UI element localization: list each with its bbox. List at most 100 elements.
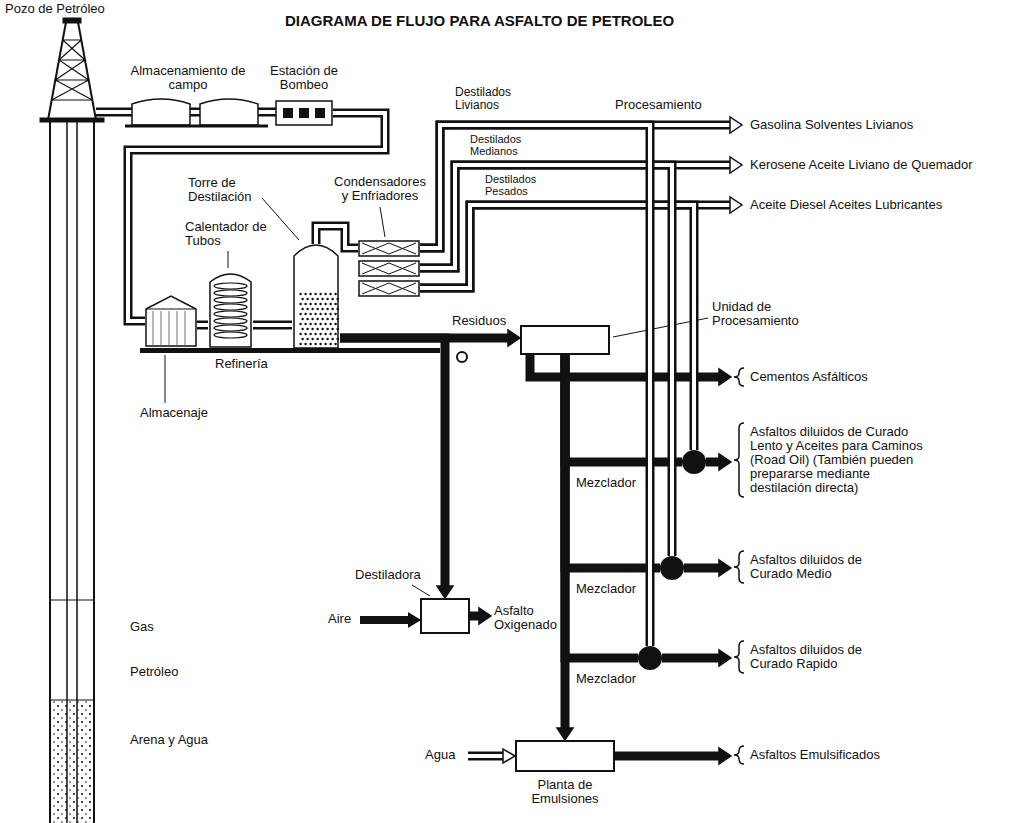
pipe-body bbox=[662, 658, 720, 659]
shape-part bbox=[210, 274, 251, 347]
shape-part bbox=[185, 311, 186, 345]
shape-part bbox=[319, 323, 321, 325]
node-label: Mezclador bbox=[576, 672, 636, 686]
mixer-circle-outline bbox=[682, 450, 706, 474]
mixer-circle-outline bbox=[638, 646, 662, 670]
product-text: Asfaltos diluidos de Curado Rapido bbox=[750, 643, 890, 671]
storage-tank: Almacenaje bbox=[145, 295, 197, 347]
shape-part bbox=[306, 338, 308, 340]
pipe-body bbox=[565, 355, 566, 729]
plain-label: Agua bbox=[425, 748, 455, 762]
process-box: Unidad de Procesamiento bbox=[520, 325, 610, 355]
pipe-outline bbox=[197, 321, 208, 330]
mixer-circle-outline bbox=[660, 556, 684, 580]
shape-part bbox=[304, 333, 306, 335]
arrow-head bbox=[730, 197, 742, 213]
shape-part bbox=[314, 293, 316, 295]
product-bracket bbox=[734, 551, 744, 583]
shape-part bbox=[301, 328, 303, 330]
product-text: Asfalto Oxigenado bbox=[494, 604, 569, 632]
shape-part bbox=[321, 328, 323, 330]
pipe-outline bbox=[615, 752, 720, 761]
shape-part bbox=[326, 298, 328, 300]
shape-part bbox=[331, 298, 333, 300]
pipe-outline bbox=[561, 355, 570, 729]
shape-part bbox=[331, 338, 333, 340]
product-bracket bbox=[734, 423, 744, 497]
product-text: Asfaltos Emulsificados bbox=[750, 748, 880, 762]
shape-part bbox=[321, 308, 323, 310]
pipe-body bbox=[565, 355, 638, 658]
shape-part bbox=[214, 297, 247, 303]
pipe-inner bbox=[253, 323, 292, 327]
process-box-outline bbox=[515, 740, 615, 772]
pipe-body bbox=[420, 125, 650, 646]
residue-pipe bbox=[615, 748, 731, 764]
shape-part bbox=[306, 318, 308, 320]
plain-label: Arena y Agua bbox=[130, 733, 208, 747]
shape-part bbox=[359, 241, 419, 256]
mixer-circle: Mezclador bbox=[660, 556, 684, 580]
shape-part bbox=[301, 308, 303, 310]
pipe-outline bbox=[565, 355, 638, 658]
shape-part bbox=[299, 323, 301, 325]
product-bracket bbox=[734, 368, 744, 386]
shape-part bbox=[311, 328, 313, 330]
shape-part bbox=[283, 108, 293, 118]
distillate-pipe bbox=[128, 113, 385, 321]
shape-part bbox=[334, 323, 336, 325]
pump-station-outline bbox=[275, 100, 333, 126]
pipe-inner bbox=[420, 125, 650, 646]
product-text: Asfaltos diluidos de Curado Lento y Acei… bbox=[750, 425, 925, 495]
product-text: Aceite Diesel Aceites Lubricantes bbox=[750, 198, 942, 212]
arrow-head bbox=[508, 330, 520, 346]
arrow-head bbox=[719, 454, 731, 470]
shape-part bbox=[326, 318, 328, 320]
pipe-outline bbox=[684, 564, 720, 573]
edge-label: Destilados Medianos bbox=[470, 133, 532, 157]
shape-part bbox=[316, 338, 318, 340]
shape-part bbox=[214, 283, 247, 289]
shape-part bbox=[314, 333, 316, 335]
process-box-outline bbox=[520, 325, 610, 355]
shape-part bbox=[309, 343, 311, 345]
shape-part bbox=[324, 333, 326, 335]
process-box-outline bbox=[420, 598, 470, 634]
product-label: Asfalto Oxigenado bbox=[494, 604, 569, 632]
shape-part bbox=[329, 313, 331, 315]
shape-part bbox=[521, 326, 609, 354]
shape-part bbox=[299, 108, 309, 118]
shape-part bbox=[309, 293, 311, 295]
shape-part bbox=[362, 263, 416, 274]
pipe-outline bbox=[253, 321, 292, 330]
residue-pipe bbox=[557, 355, 573, 740]
shape-part bbox=[324, 323, 326, 325]
shape-part bbox=[214, 311, 247, 317]
distillate-pipe bbox=[253, 325, 292, 326]
node-label: Almacenaje bbox=[140, 406, 208, 420]
product-bracket bbox=[734, 746, 744, 764]
condenser-unit-outline bbox=[358, 240, 420, 298]
shape-part bbox=[214, 325, 247, 331]
shape-part bbox=[324, 313, 326, 315]
pipe-outline bbox=[662, 654, 720, 663]
shape-part bbox=[334, 333, 336, 335]
shape-part bbox=[362, 283, 416, 294]
shape-part bbox=[336, 328, 338, 330]
mixer-circle: Mezclador bbox=[638, 646, 662, 670]
node-label: Mezclador bbox=[576, 476, 636, 490]
storage-tank-outline bbox=[145, 295, 197, 347]
node-label: Unidad de Procesamiento bbox=[712, 300, 812, 328]
shape-part bbox=[146, 309, 196, 310]
shape-part bbox=[319, 333, 321, 335]
shape-part bbox=[299, 313, 301, 315]
arrow-head bbox=[479, 608, 491, 624]
pipe-outline bbox=[706, 458, 720, 467]
shape-part bbox=[314, 313, 316, 315]
shape-part bbox=[359, 281, 419, 296]
shape-part bbox=[311, 298, 313, 300]
shape-part bbox=[319, 343, 321, 345]
arrow-head bbox=[437, 586, 453, 598]
shape-part bbox=[214, 290, 247, 296]
refinery-platform bbox=[140, 348, 440, 353]
